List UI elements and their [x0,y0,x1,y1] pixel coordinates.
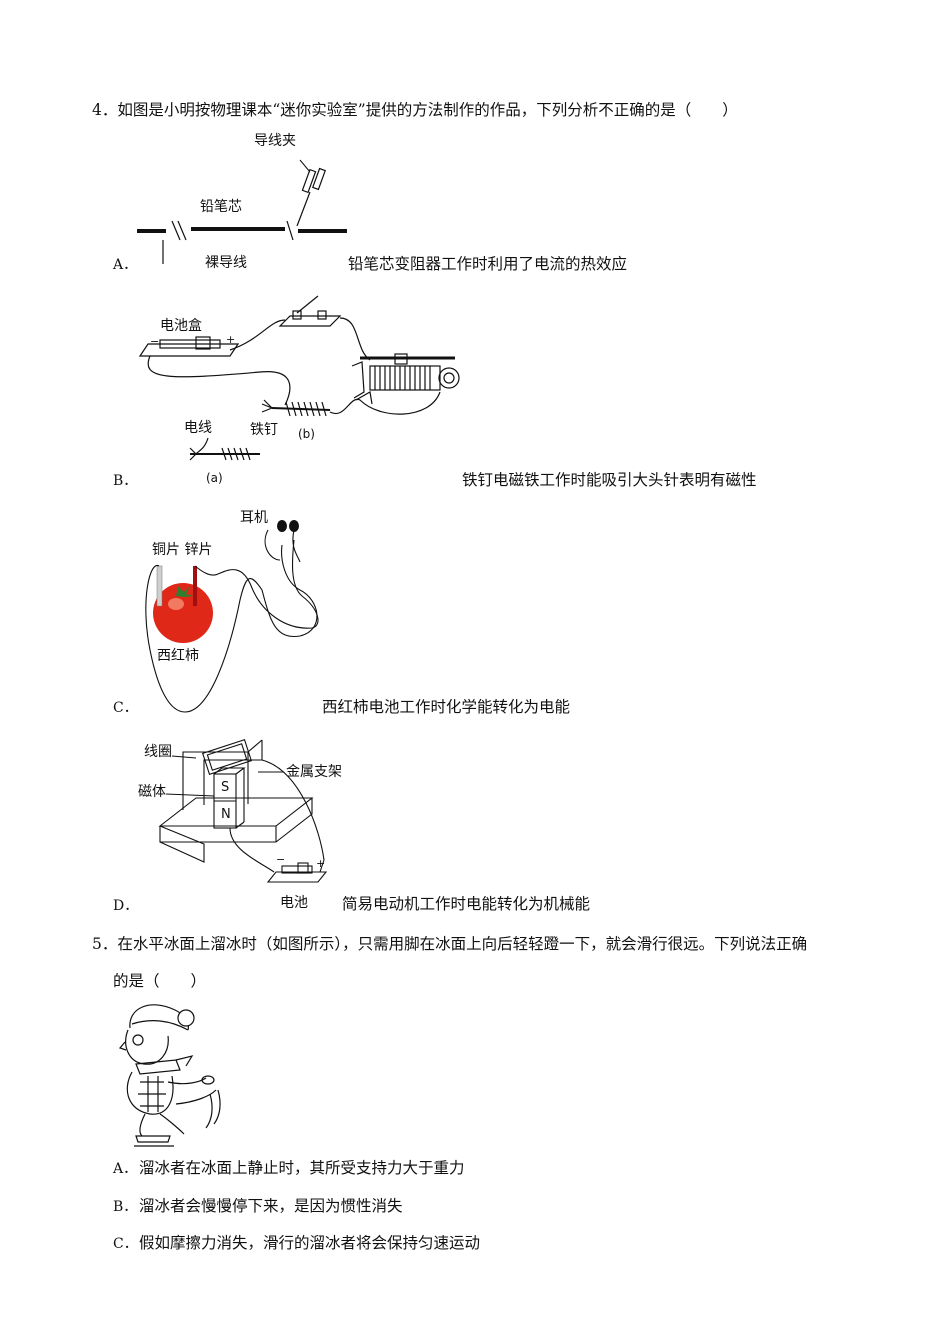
label-battery: 电池 [280,895,308,911]
electromagnet-drawing [138,295,460,461]
label-bare-wire: 裸导线 [205,255,247,271]
label-electrodes: 铜片 锌片 [152,542,213,558]
option-d-text: 简易电动机工作时电能转化为机械能 [342,895,591,913]
option-d-letter: D． [113,898,139,914]
q5-option-a-letter: A． [113,1161,138,1177]
label-b: (b) [298,427,315,441]
label-magnet: 磁体 [138,784,166,800]
option-c-letter: C． [113,700,138,716]
option-b-letter: B． [113,473,138,489]
label-n-pole: N [221,807,231,822]
label-frame: 金属支架 [286,764,342,780]
question-5-stem-line2: 的是（ ） [113,972,207,990]
q5-option-a-text: 溜冰者在冰面上静止时，其所受支持力大于重力 [139,1159,465,1177]
tomato-battery-drawing [145,520,319,713]
label-tomato: 西红柿 [157,648,199,664]
option-c-text: 西红柿电池工作时化学能转化为电能 [322,698,571,716]
question-5-stem-line1: 5．在水平冰面上溜冰时（如图所示），只需用脚在冰面上向后轻轻蹬一下，就会滑行很远… [92,935,808,953]
ice-skater-figure [118,1004,221,1147]
pencil-rheostat-drawing [137,159,347,264]
q5-option-c-text: 假如摩擦力消失，滑行的溜冰者将会保持匀速运动 [139,1234,481,1252]
label-s-pole: S [221,780,230,795]
label-pencil-lead: 铅笔芯 [200,199,242,215]
label-wire: 电线 [184,420,212,436]
label-coil: 线圈 [144,744,172,760]
label-battery-plus: + [316,857,326,870]
option-a-text: 铅笔芯变阻器工作时利用了电流的热效应 [348,255,628,273]
label-battery-minus: − [276,853,286,866]
q5-option-b-text: 溜冰者会慢慢停下来，是因为惯性消失 [139,1197,403,1215]
label-earphone: 耳机 [240,510,268,526]
q5-option-c-letter: C． [113,1236,138,1252]
label-a: (a) [206,471,223,485]
label-minus: − [150,335,160,348]
label-nail: 铁钉 [250,422,278,438]
q5-option-b-letter: B． [113,1199,138,1215]
option-b-text: 铁钉电磁铁工作时能吸引大头针表明有磁性 [462,471,757,489]
label-plus: + [226,333,236,346]
question-4-stem: 4．如图是小明按物理课本“迷你实验室”提供的方法制作的作品，下列分析不正确的是（… [92,101,738,119]
label-battery-box: 电池盒 [160,318,202,334]
label-clip: 导线夹 [254,133,296,149]
simple-motor-drawing [158,739,328,883]
option-a-letter: A． [113,257,138,273]
